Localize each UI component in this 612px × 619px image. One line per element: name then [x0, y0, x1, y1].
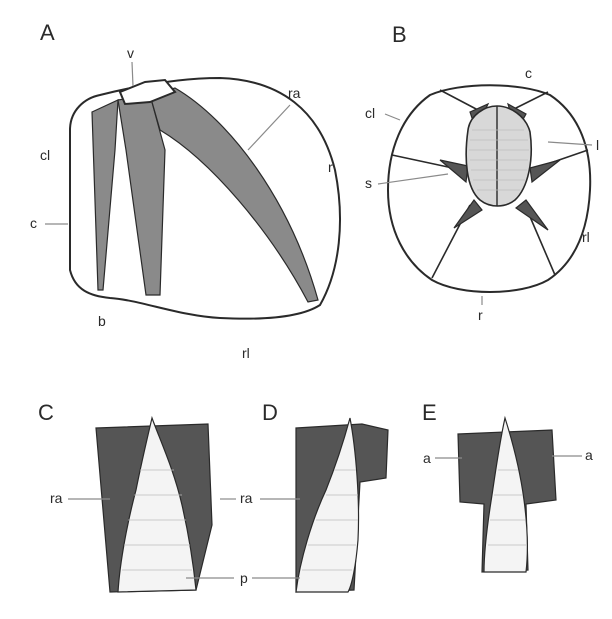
panel-e-label-a-right: a: [585, 447, 593, 463]
panel-a-letter: A: [40, 20, 55, 45]
panel-b: B c cl l s: [365, 22, 599, 323]
panel-e-label-a-left: a: [423, 450, 431, 466]
panel-d: D ra p: [186, 400, 388, 592]
panel-b-label-c: c: [525, 65, 532, 81]
panel-d-label-p: p: [240, 570, 248, 586]
panel-b-label-l: l: [596, 137, 599, 153]
panel-b-label-rl: rl: [582, 229, 590, 245]
panel-b-label-cl: cl: [365, 105, 375, 121]
panel-a: A v ra cl c r b rl: [30, 20, 340, 361]
panel-b-letter: B: [392, 22, 407, 47]
panel-c: C ra: [38, 400, 212, 592]
panel-b-label-r: r: [478, 307, 483, 323]
panel-e-letter: E: [422, 400, 437, 425]
panel-d-letter: D: [262, 400, 278, 425]
panel-d-label-ra: ra: [240, 490, 253, 506]
panel-e: E a a: [422, 400, 593, 572]
panel-a-label-v: v: [127, 45, 134, 61]
leader-line: [132, 62, 133, 86]
panel-c-letter: C: [38, 400, 54, 425]
panel-a-label-b: b: [98, 313, 106, 329]
panel-a-label-cl: cl: [40, 147, 50, 163]
leader-line: [385, 114, 400, 120]
panel-a-label-ra: ra: [288, 85, 301, 101]
panel-b-label-s: s: [365, 175, 372, 191]
panel-b-operculum: [466, 106, 531, 206]
panel-a-label-rl: rl: [242, 345, 250, 361]
panel-a-label-c: c: [30, 215, 37, 231]
panel-c-label-ra: ra: [50, 490, 63, 506]
panel-a-label-r: r: [328, 159, 333, 175]
